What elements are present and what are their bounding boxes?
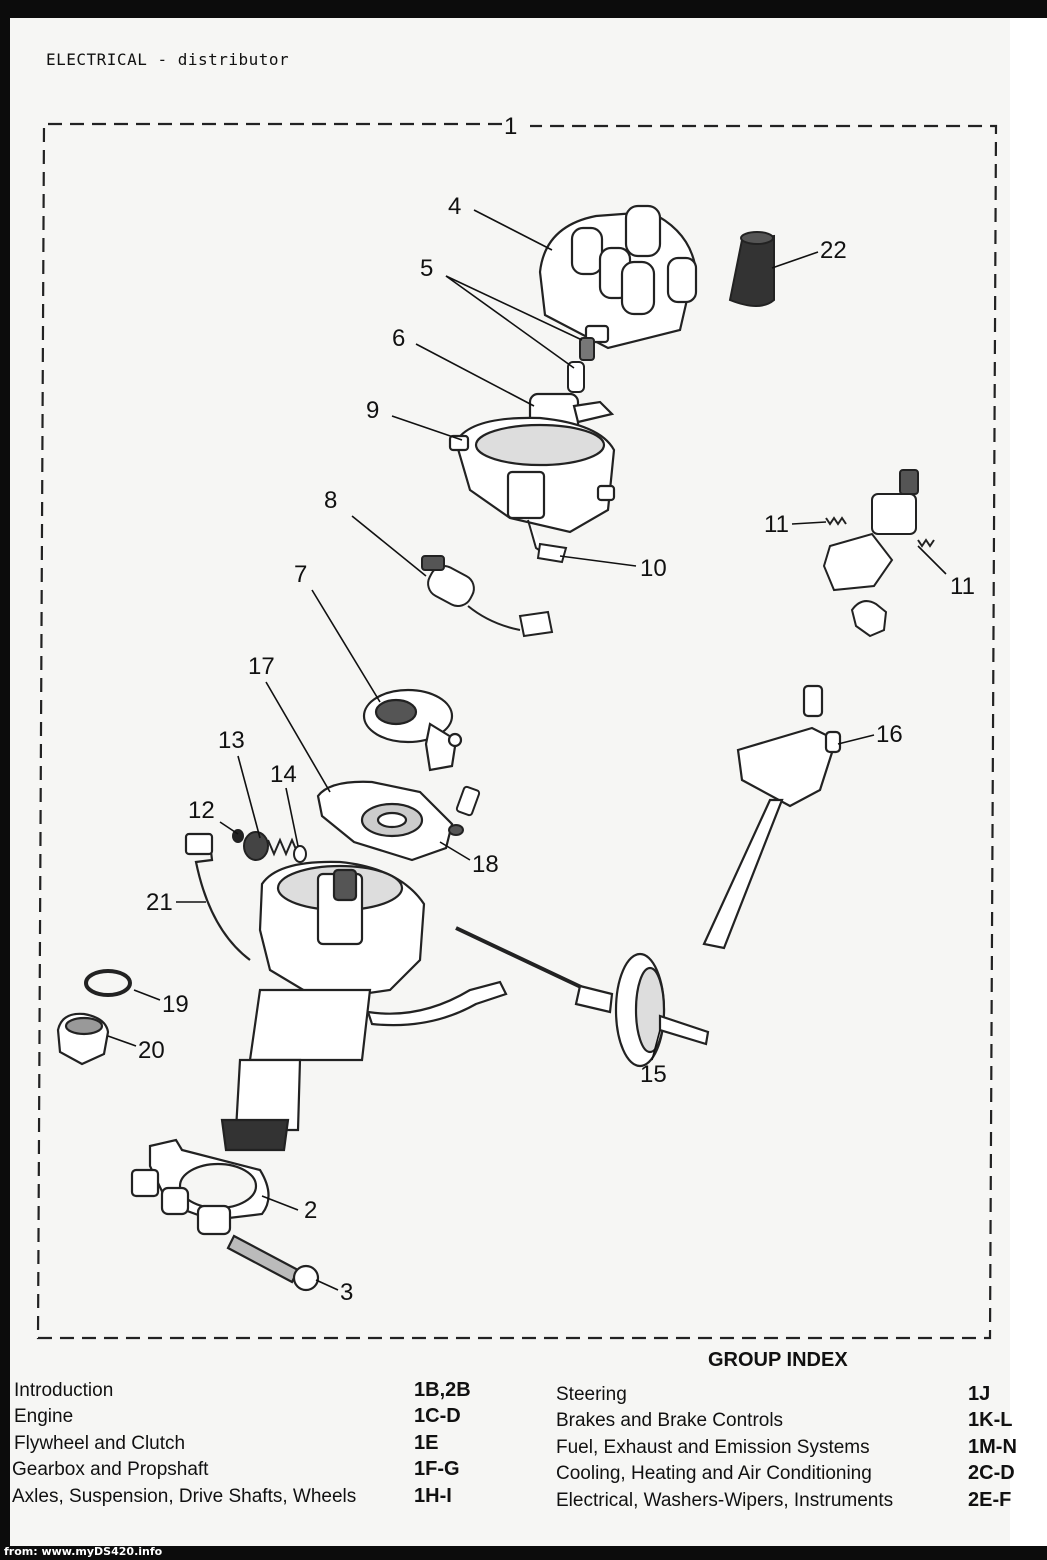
index-label-cooling: Cooling, Heating and Air Conditioning <box>556 1463 872 1484</box>
callout-3: 3 <box>340 1279 353 1306</box>
index-code-axles: 1H-I <box>414 1485 452 1507</box>
part-housing-cover <box>448 416 616 534</box>
index-label-steering: Steering <box>556 1384 627 1405</box>
callout-8: 8 <box>324 487 337 514</box>
part-distributor-body <box>184 832 508 1152</box>
index-code-steering: 1J <box>968 1383 991 1405</box>
part-adjuster-nut-spring <box>232 829 307 863</box>
part-carbon-brush <box>567 337 595 393</box>
index-label-brakes: Brakes and Brake Controls <box>556 1410 784 1431</box>
index-code-flywheel: 1E <box>414 1432 439 1454</box>
index-code-cooling: 2C-D <box>968 1462 1015 1484</box>
index-label-gearbox: Gearbox and Propshaft <box>12 1459 209 1480</box>
callout-19: 19 <box>162 991 189 1018</box>
part-contact-breaker <box>362 688 463 772</box>
index-code-fuel: 1M-N <box>968 1436 1017 1458</box>
part-vacuum-unit <box>455 926 710 1068</box>
part-rubber-boot <box>728 231 775 307</box>
callout-2: 2 <box>304 1197 317 1224</box>
index-label-introduction: Introduction <box>14 1380 114 1401</box>
callout-20: 20 <box>138 1037 165 1064</box>
callout-7: 7 <box>294 561 307 588</box>
callout-16: 16 <box>876 721 903 748</box>
callout-18: 18 <box>472 851 499 878</box>
leader-lines <box>107 209 947 1291</box>
scan-border-top <box>0 0 1047 18</box>
part-drive-dog <box>56 1012 110 1066</box>
source-footer: from: www.myDS420.info <box>4 1545 163 1558</box>
scan-border-bottom <box>0 1546 1047 1560</box>
callout-5: 5 <box>420 255 433 282</box>
part-clamp-bolt <box>226 1234 320 1292</box>
callout-10: 10 <box>640 555 667 582</box>
index-code-engine: 1C-D <box>414 1405 461 1427</box>
group-index-title: GROUP INDEX <box>708 1349 848 1371</box>
callout-numbers: 1 4 22 5 6 9 8 11 10 7 11 17 16 13 14 12… <box>138 113 975 1306</box>
callout-9: 9 <box>366 397 379 424</box>
callout-13: 13 <box>218 727 245 754</box>
index-label-flywheel: Flywheel and Clutch <box>14 1433 186 1454</box>
part-o-ring <box>84 969 132 997</box>
callout-12: 12 <box>188 797 215 824</box>
callout-1: 1 <box>504 113 517 140</box>
index-label-electrical: Electrical, Washers-Wipers, Instruments <box>556 1490 894 1511</box>
index-label-axles: Axles, Suspension, Drive Shafts, Wheels <box>12 1486 357 1507</box>
callout-6: 6 <box>392 325 405 352</box>
part-capacitor <box>421 555 554 638</box>
callout-15: 15 <box>640 1061 667 1088</box>
part-weight-springs <box>822 469 935 638</box>
callout-22: 22 <box>820 237 847 264</box>
page-header: ELECTRICAL - distributor <box>46 50 290 69</box>
callout-14: 14 <box>270 761 297 788</box>
callout-17: 17 <box>248 653 275 680</box>
part-drive-shaft <box>702 684 842 950</box>
callout-11b: 11 <box>950 573 975 600</box>
index-code-gearbox: 1F-G <box>414 1458 460 1480</box>
callout-21: 21 <box>146 889 173 916</box>
index-code-brakes: 1K-L <box>968 1409 1013 1431</box>
callout-4: 4 <box>448 193 461 220</box>
part-base-plate <box>316 780 454 862</box>
part-clamp-plate <box>130 1138 270 1236</box>
part-plate-screws <box>448 785 481 836</box>
assembly-boundary <box>36 122 998 1340</box>
scan-border-left <box>0 0 10 1548</box>
callout-11a: 11 <box>764 511 789 538</box>
adjacent-page-strip <box>1010 18 1047 1388</box>
part-lead-terminal <box>527 519 568 564</box>
part-distributor-cap <box>538 204 698 350</box>
index-label-fuel: Fuel, Exhaust and Emission Systems <box>556 1437 870 1458</box>
index-code-electrical: 2E-F <box>968 1489 1012 1511</box>
index-code-introduction: 1B,2B <box>414 1379 471 1401</box>
index-label-engine: Engine <box>14 1406 74 1427</box>
manual-page <box>10 18 1010 1546</box>
